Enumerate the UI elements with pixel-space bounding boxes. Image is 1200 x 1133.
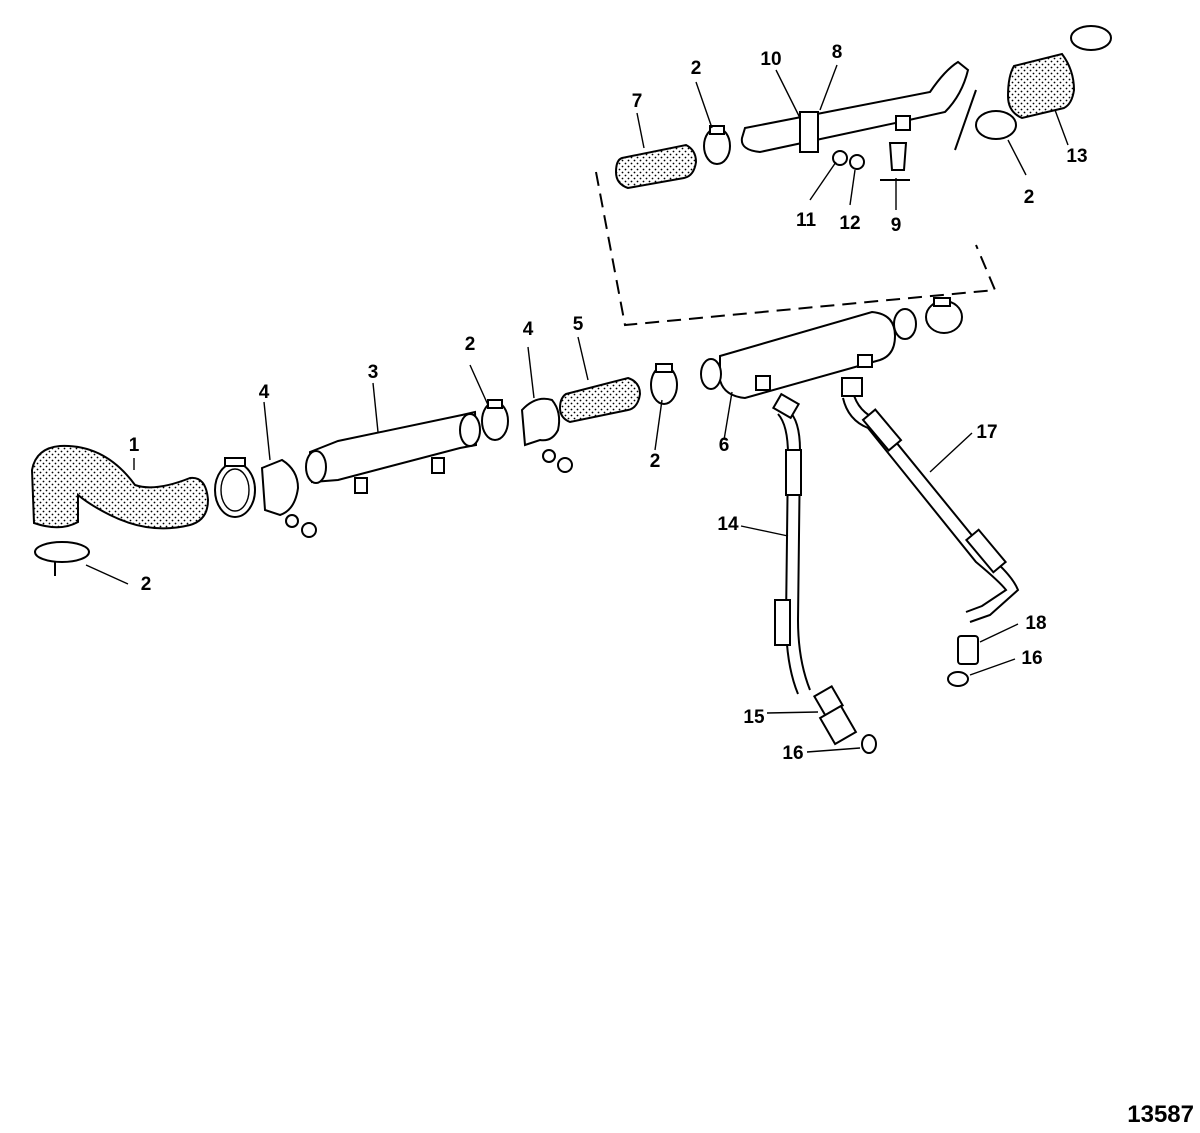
callout-15: 15 <box>743 707 765 728</box>
callout-9: 9 <box>891 215 902 236</box>
callout-1: 1 <box>129 435 140 456</box>
leader-lines <box>85 64 1069 753</box>
callout-14: 14 <box>717 514 739 535</box>
straight-hose-5 <box>558 376 642 424</box>
cooler-left <box>305 410 481 494</box>
callout-2-center: 2 <box>465 334 476 355</box>
cooler-right <box>700 308 917 400</box>
callout-5: 5 <box>573 314 584 335</box>
callout-16-lower: 16 <box>782 743 803 764</box>
callout-10: 10 <box>760 49 781 70</box>
water-tube-8 <box>740 60 970 154</box>
callout-2-top: 2 <box>691 58 702 79</box>
elbow-hose <box>30 444 210 576</box>
assembly-boundary-dashed <box>595 171 997 327</box>
figure-number: 13587 <box>1127 1101 1194 1128</box>
callout-3: 3 <box>368 362 379 383</box>
bracket-left <box>260 458 317 538</box>
callout-6: 6 <box>719 435 730 456</box>
seal-16-lower <box>861 734 877 754</box>
hose-clamp-7 <box>703 125 731 165</box>
callout-18: 18 <box>1025 613 1046 634</box>
callout-12: 12 <box>839 213 860 234</box>
hose-clamp-5 <box>650 363 678 405</box>
callout-4-right: 4 <box>523 319 534 340</box>
seal-16-upper <box>947 671 969 687</box>
bracket-right <box>520 397 573 473</box>
drain-plug-9 <box>880 142 910 181</box>
hose-clamp-left <box>214 457 256 518</box>
hose-clamp-center <box>481 399 509 441</box>
callout-11: 11 <box>796 210 817 231</box>
hydraulic-hose-17 <box>841 377 1020 623</box>
callout-13: 13 <box>1066 146 1087 167</box>
callout-2-elbow: 2 <box>141 574 152 595</box>
fitting-18 <box>957 635 979 665</box>
washer-11 <box>832 150 848 166</box>
straight-hose-7 <box>614 143 698 190</box>
callout-8: 8 <box>832 42 843 63</box>
callout-7: 7 <box>632 91 643 112</box>
callout-2-right: 2 <box>1024 187 1035 208</box>
nut-12 <box>849 154 865 170</box>
hose-13 <box>954 25 1112 151</box>
callout-17: 17 <box>976 422 997 443</box>
callout-4-left: 4 <box>259 382 270 403</box>
hose-clamp-6 <box>925 297 963 334</box>
callout-2-lower: 2 <box>650 451 661 472</box>
hydraulic-hose-14 <box>771 392 811 695</box>
fitting-15 <box>812 684 858 746</box>
callout-16-upper: 16 <box>1021 648 1042 669</box>
